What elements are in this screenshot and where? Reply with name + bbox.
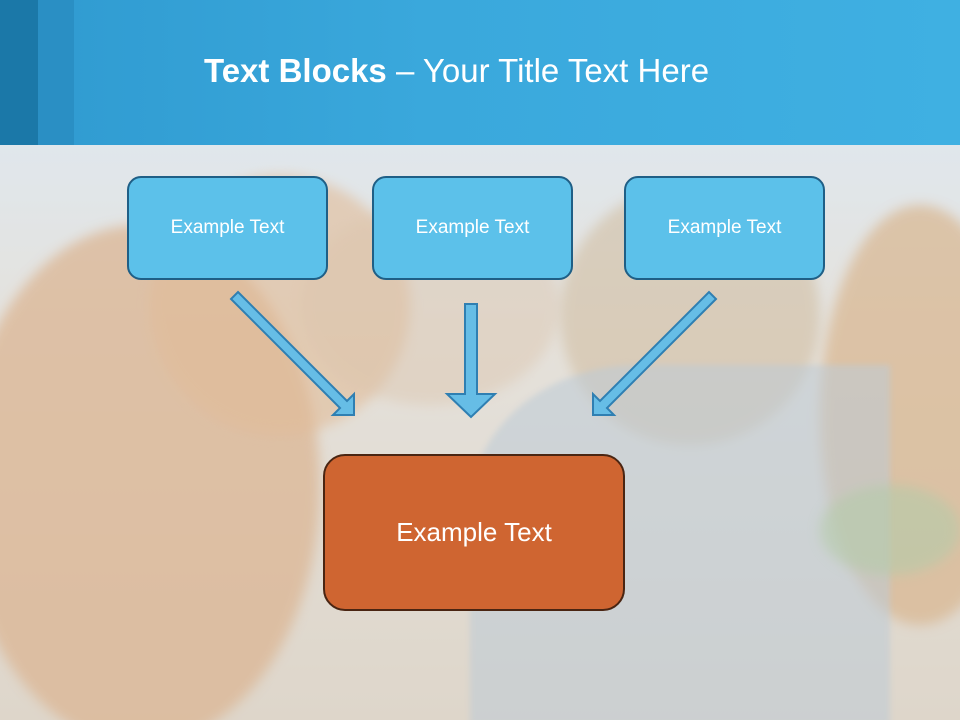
example-text-box-3[interactable]: Example Text — [624, 176, 825, 280]
accent-stripe-light — [38, 0, 74, 145]
example-text-box-2-label: Example Text — [415, 217, 530, 238]
slide-title: Text Blocks – Your Title Text Here — [204, 52, 709, 90]
example-text-box-2[interactable]: Example Text — [372, 176, 573, 280]
example-text-box-main[interactable]: Example Text — [323, 454, 625, 611]
slide-title-rest: Your Title Text Here — [422, 52, 710, 89]
example-text-box-1-label: Example Text — [170, 217, 285, 238]
example-text-box-1[interactable]: Example Text — [127, 176, 328, 280]
title-bar: Text Blocks – Your Title Text Here — [0, 0, 960, 145]
example-text-box-main-label: Example Text — [396, 517, 552, 547]
slide-title-separator: – — [386, 52, 423, 89]
slide-title-bold: Text Blocks — [204, 52, 387, 89]
example-text-box-3-label: Example Text — [667, 217, 782, 238]
accent-stripe-dark — [0, 0, 38, 145]
